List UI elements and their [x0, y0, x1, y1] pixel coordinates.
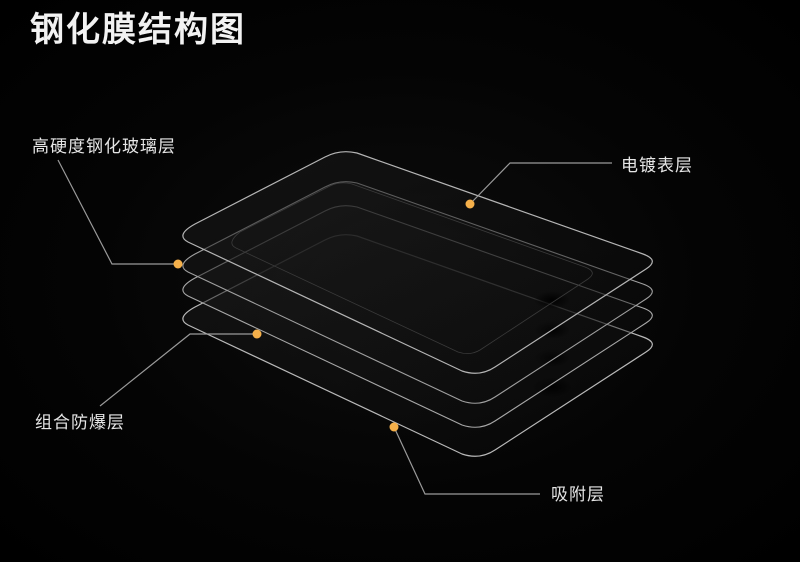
leader-line-plating [469, 162, 612, 205]
label-tempered-glass-layer: 高硬度钢化玻璃层 [32, 137, 176, 157]
leader-line-adsorption [393, 426, 540, 495]
marker-dot-glass [173, 259, 183, 269]
page-title: 钢化膜结构图 [30, 10, 246, 50]
camera-hole [534, 291, 570, 309]
marker-dot-plating [465, 199, 475, 209]
label-adsorption-layer: 吸附层 [551, 485, 605, 505]
marker-dot-adsorption [389, 422, 399, 432]
label-plating-layer: 电镀表层 [621, 156, 693, 176]
screen-outline [231, 182, 593, 354]
label-explosion-proof-layer: 组合防爆层 [35, 413, 125, 433]
leader-line-glass [57, 159, 178, 265]
sheet-plating [182, 151, 653, 374]
leader-line-explosion-proof [99, 333, 257, 407]
marker-dot-explosion-proof [252, 329, 262, 339]
